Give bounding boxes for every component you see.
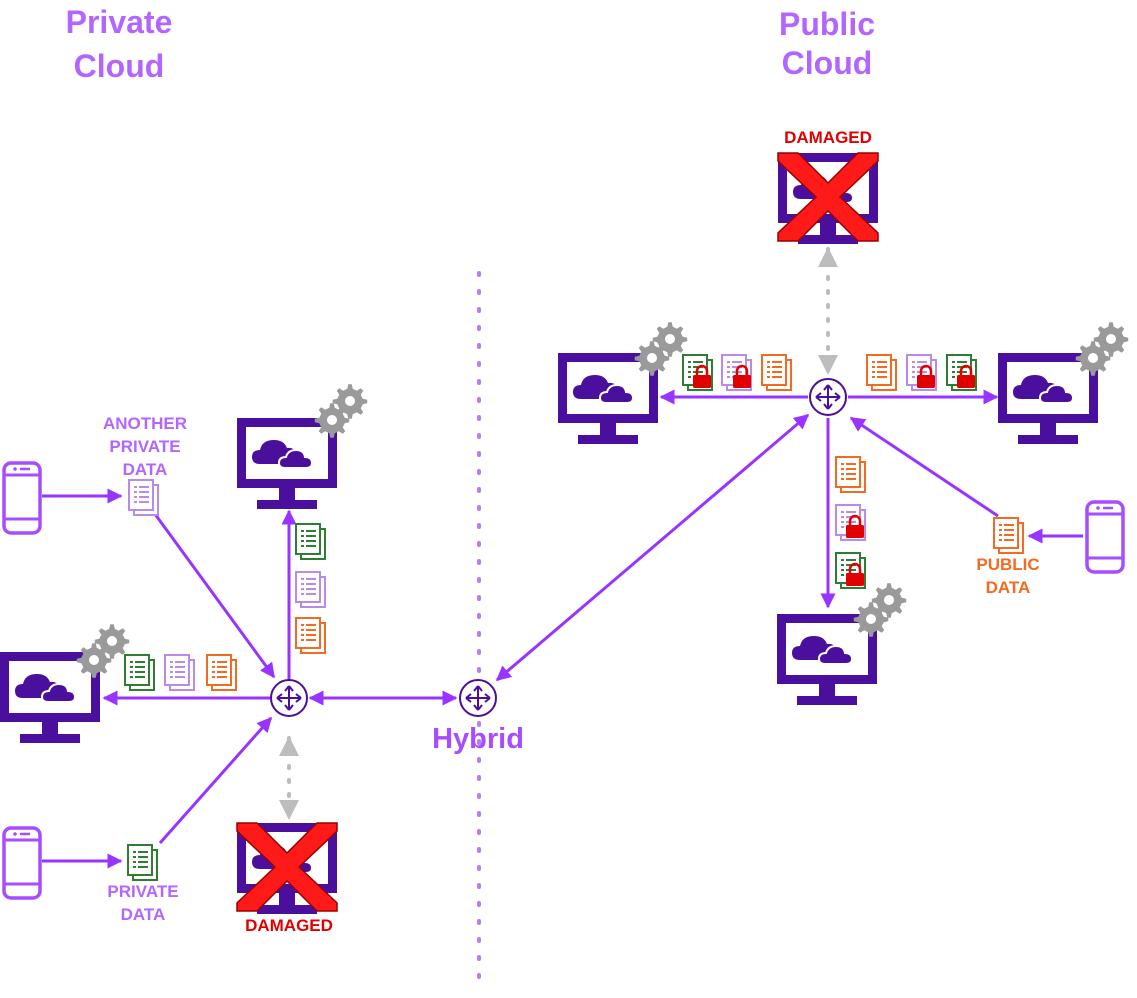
svg-text:DATA: DATA	[123, 460, 168, 479]
document-icon	[124, 654, 155, 691]
edge-public-data-to-router	[849, 416, 999, 518]
phone-icon	[2, 826, 42, 900]
damaged-server-public: DAMAGED	[777, 128, 879, 245]
private-cloud-title: Private Cloud	[66, 4, 173, 84]
svg-text:Cloud: Cloud	[74, 48, 165, 84]
damaged-label: DAMAGED	[784, 128, 872, 147]
svg-text:DATA: DATA	[986, 578, 1031, 597]
private-data-label: PRIVATE DATA	[107, 882, 178, 924]
document-icon	[295, 523, 326, 560]
svg-text:ANOTHER: ANOTHER	[103, 414, 187, 433]
server-public-bottom	[776, 583, 907, 706]
phone-icon	[2, 461, 42, 535]
edge-private-data-to-router	[158, 716, 273, 844]
svg-text:Cloud: Cloud	[782, 45, 873, 81]
document-icon	[128, 479, 159, 516]
svg-text:PRIVATE: PRIVATE	[107, 882, 178, 901]
router-icon	[270, 679, 308, 717]
connections	[42, 389, 1083, 869]
edge-another-private-data-to-router	[150, 509, 276, 679]
document-icon	[866, 354, 897, 391]
document-icon	[127, 844, 158, 881]
document-icon	[761, 354, 792, 391]
document-icon	[835, 456, 866, 493]
document-icon	[295, 571, 326, 608]
document-icon	[993, 517, 1024, 554]
svg-text:PRIVATE: PRIVATE	[109, 437, 180, 456]
server-private-left	[0, 624, 130, 744]
another-private-data-label: ANOTHER PRIVATE DATA	[103, 414, 187, 479]
svg-text:Private: Private	[66, 4, 173, 40]
router-icon	[459, 679, 497, 717]
hybrid-label: Hybrid	[432, 723, 524, 755]
router-icon	[809, 378, 847, 416]
public-cloud-title: Public Cloud	[779, 6, 875, 81]
server-private-top	[236, 384, 368, 510]
edge-hybrid-public-router	[495, 413, 810, 682]
phone-icon	[1085, 500, 1125, 574]
damaged-label: DAMAGED	[245, 916, 333, 935]
server-public-right	[997, 322, 1129, 445]
svg-text:Public: Public	[779, 6, 875, 42]
svg-text:DATA: DATA	[121, 905, 166, 924]
document-icon	[295, 617, 326, 654]
document-icon	[206, 654, 237, 691]
server-public-left	[557, 322, 688, 445]
document-icon	[164, 654, 195, 691]
damaged-server-private: DAMAGED	[236, 822, 338, 935]
public-data-label: PUBLIC DATA	[976, 555, 1039, 597]
svg-text:PUBLIC: PUBLIC	[976, 555, 1039, 574]
